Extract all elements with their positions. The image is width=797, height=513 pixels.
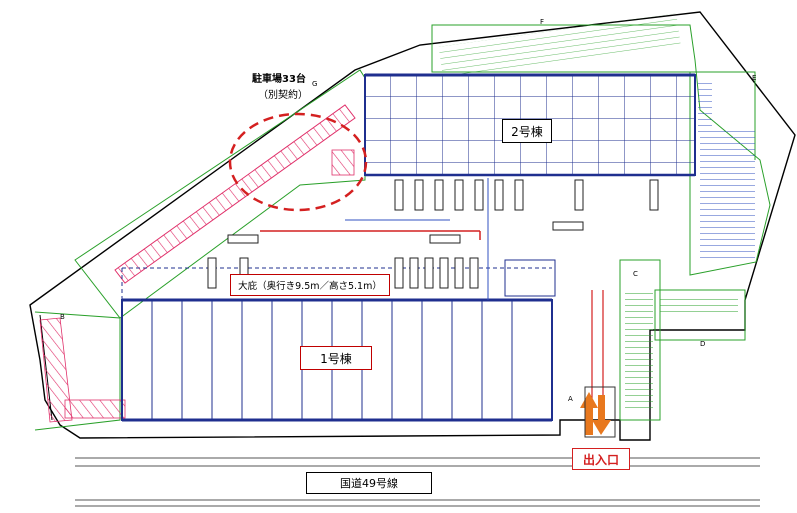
building-2-label: 2号棟 [502,119,552,143]
parking-stalls-blue [698,80,755,260]
building-1 [121,267,553,422]
entrance-arrow-icon [580,392,598,435]
zone-g-label: G [312,80,318,88]
canopy-label: 大庇（奥行き9.5m／高さ5.1m） [230,274,390,296]
exit-arrow-icon [592,395,611,435]
zone-c-label: C [633,270,638,278]
zone-b-label: B [60,313,65,321]
road-label: 国道49号線 [306,472,432,494]
parking-note: （別契約） [258,90,308,101]
road [75,457,760,507]
truck-icon [207,179,659,289]
zone-e-label: E [752,74,757,82]
zone-d-label: D [700,340,706,348]
zone-a-label: A [568,395,573,403]
parking-label: 駐車場33台 [252,74,306,85]
entrance-label: 出入口 [572,448,630,470]
building-1-label: 1号棟 [300,346,372,370]
parking-zone-outlines [34,24,771,431]
ramp-area [504,259,556,297]
parking-stalls-green [438,13,738,412]
zone-f-label: F [540,18,545,26]
parking-circle-highlight [228,112,368,212]
